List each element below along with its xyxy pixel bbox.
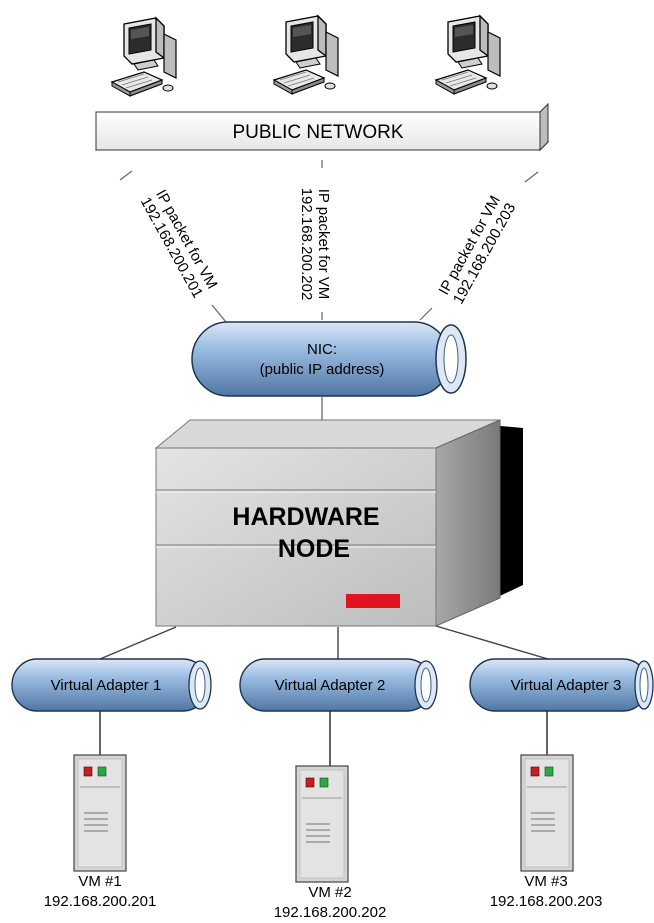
- adapter-label: Virtual Adapter 2: [275, 677, 386, 694]
- nic-cylinder: NIC: (public IP address): [191, 321, 467, 397]
- adapter-vm-lines: [99, 711, 548, 766]
- vm-name: VM #2: [308, 884, 351, 901]
- vm-server-icon: [520, 754, 574, 872]
- packet-label-1: IP packet for VM 192.168.200.201: [137, 187, 221, 301]
- adapter-label: Virtual Adapter 3: [511, 677, 622, 694]
- client-computer-icon: [435, 15, 501, 95]
- vm-ip: 192.168.200.203: [490, 893, 603, 910]
- vm-name: VM #3: [524, 873, 567, 890]
- virtual-adapter-2: Virtual Adapter 2: [239, 658, 438, 712]
- adapter-label: Virtual Adapter 1: [51, 677, 162, 694]
- packet-label-2: IP packet for VM 192.168.200.202: [298, 188, 332, 301]
- vm-ip: 192.168.200.201: [44, 893, 157, 910]
- indicator-light: [346, 594, 400, 608]
- public-network-bar: PUBLIC NETWORK: [94, 102, 550, 152]
- nic-label: NIC:: [307, 341, 337, 358]
- vm-name: VM #1: [78, 873, 121, 890]
- packet-lines: [119, 160, 539, 323]
- hardware-node-sublabel: NODE: [278, 535, 350, 563]
- vm-ip: 192.168.200.202: [274, 904, 387, 921]
- public-network-label: PUBLIC NETWORK: [232, 122, 403, 143]
- virtual-adapter-3: Virtual Adapter 3: [469, 658, 654, 712]
- client-computer-icon: [111, 17, 177, 97]
- nic-sublabel: (public IP address): [260, 361, 385, 378]
- hardware-node-label: HARDWARE: [232, 503, 379, 531]
- packet-label-3: IP packet for VM 192.168.200.203: [435, 193, 519, 307]
- hardware-node: HARDWARE NODE: [154, 419, 523, 627]
- packet-label-line2: 192.168.200.202: [298, 188, 315, 301]
- vm-server-icon: [295, 765, 349, 883]
- packet-label-line1: IP packet for VM: [315, 189, 332, 300]
- node-adapter-lines: [99, 625, 549, 660]
- virtual-adapter-1: Virtual Adapter 1: [11, 658, 212, 712]
- vm-server-icon: [73, 754, 127, 872]
- client-computer-icon: [273, 15, 339, 95]
